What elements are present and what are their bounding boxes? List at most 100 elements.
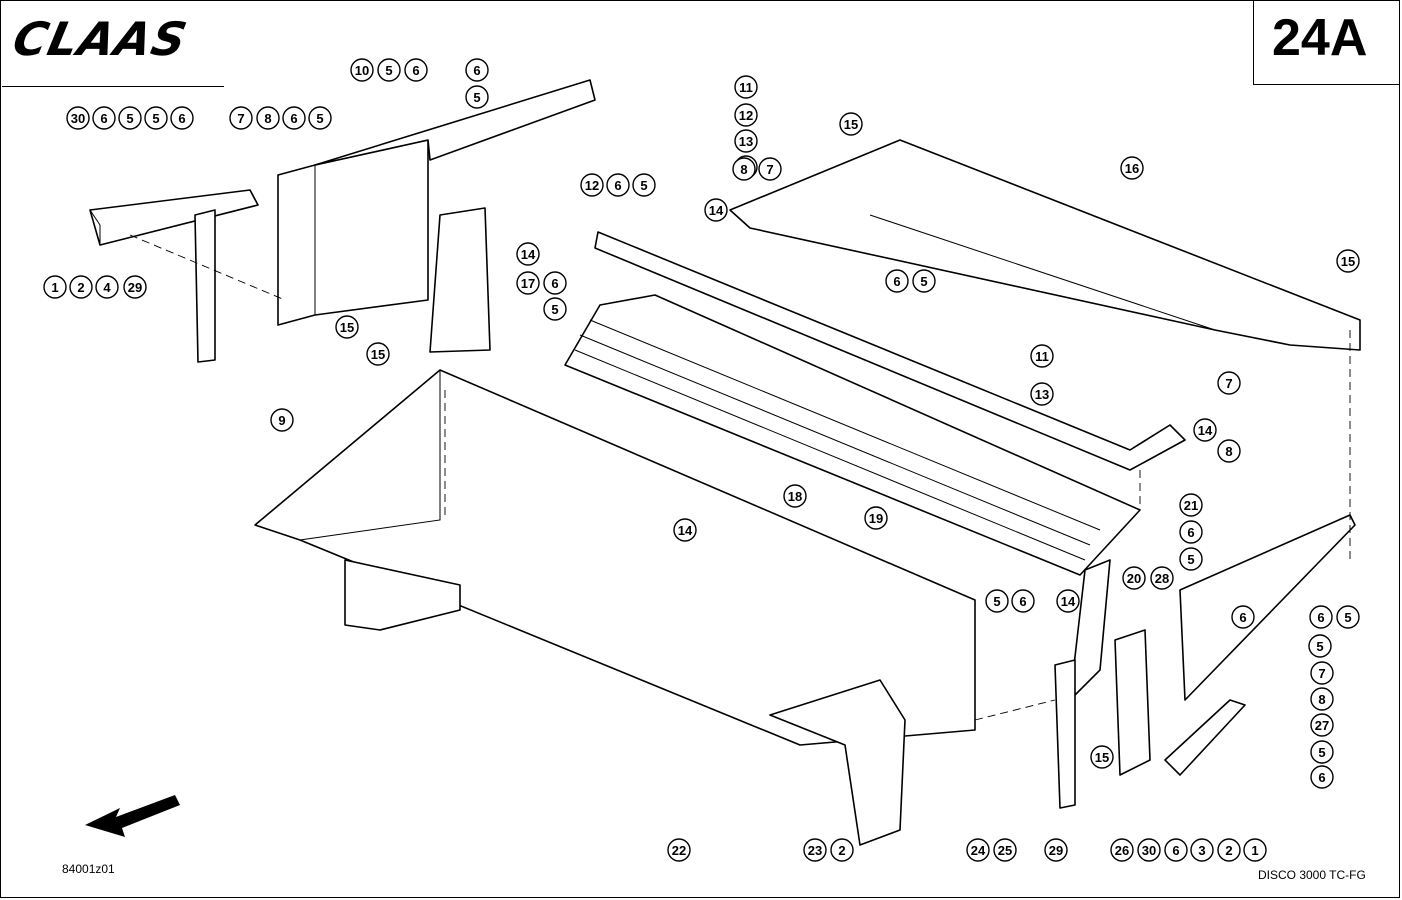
strip-part <box>1054 659 1076 809</box>
side-panel-part <box>277 79 596 326</box>
callout-label: 8 <box>264 111 271 126</box>
callout-circle <box>1193 418 1217 442</box>
callout-label: 13 <box>739 134 753 149</box>
callout-circle <box>1090 745 1114 769</box>
callout-circle <box>1310 661 1334 685</box>
bracket-part <box>89 189 259 363</box>
callout-label: 23 <box>808 843 822 858</box>
callout-circle <box>404 58 428 82</box>
callout-label: 5 <box>385 63 392 78</box>
part-callout-6: 6 <box>1164 838 1188 862</box>
callout-label: 24 <box>971 843 986 858</box>
callout-label: 5 <box>1318 745 1325 760</box>
callout-circle <box>1011 589 1035 613</box>
part-callout-8: 8 <box>732 157 756 181</box>
callout-circle <box>803 838 827 862</box>
callout-label: 28 <box>1155 571 1169 586</box>
part-callout-8: 8 <box>1217 439 1241 463</box>
page-number-box <box>1253 1 1399 85</box>
part-callout-11: 11 <box>1030 344 1054 368</box>
part-callout-8: 8 <box>1310 687 1334 711</box>
part-callout-1: 1 <box>43 275 67 299</box>
callout-circle <box>170 106 194 130</box>
callout-circle <box>864 506 888 530</box>
part-callout-15: 15 <box>366 342 390 366</box>
callout-circle <box>985 589 1009 613</box>
callout-circle <box>92 106 116 130</box>
part-callout-5: 5 <box>308 106 332 130</box>
part-callout-7: 7 <box>229 106 253 130</box>
callout-circle <box>1110 838 1134 862</box>
part-callout-12: 12 <box>580 173 604 197</box>
callout-circle <box>1179 547 1203 571</box>
part-callout-15: 15 <box>839 112 863 136</box>
part-callout-7: 7 <box>758 157 782 181</box>
callout-circle <box>1309 605 1333 629</box>
callout-circle <box>335 315 359 339</box>
part-callout-6: 6 <box>543 271 567 295</box>
callout-circle <box>1310 687 1334 711</box>
callout-circle <box>350 58 374 82</box>
callout-circle <box>1030 344 1054 368</box>
callout-circle <box>758 157 782 181</box>
part-callout-6: 6 <box>404 58 428 82</box>
callout-label: 12 <box>585 178 599 193</box>
callout-label: 2 <box>838 843 845 858</box>
part-callout-6: 6 <box>170 106 194 130</box>
part-callout-12: 12 <box>734 103 758 127</box>
callout-label: 20 <box>1127 571 1141 586</box>
callout-circle <box>1336 249 1360 273</box>
callout-circle <box>282 106 306 130</box>
part-callout-7: 7 <box>1217 371 1241 395</box>
model-name: DISCO 3000 TC-FG <box>1258 868 1366 882</box>
callout-label: 6 <box>178 111 185 126</box>
callout-circle <box>1310 713 1334 737</box>
callout-label: 7 <box>237 111 244 126</box>
part-callout-10: 10 <box>350 58 374 82</box>
part-callout-6: 6 <box>1309 605 1333 629</box>
callout-label: 15 <box>844 117 858 132</box>
part-callout-20: 20 <box>1122 566 1146 590</box>
callout-label: 4 <box>103 280 111 295</box>
part-callout-17: 17 <box>516 271 540 295</box>
callout-circle <box>543 271 567 295</box>
part-callout-29: 29 <box>1044 838 1068 862</box>
callout-label: 6 <box>290 111 297 126</box>
part-callout-1: 1 <box>1243 838 1267 862</box>
part-callout-5: 5 <box>543 297 567 321</box>
callout-circle <box>1310 740 1334 764</box>
callout-label: 14 <box>1198 423 1213 438</box>
part-callout-6: 6 <box>1179 520 1203 544</box>
callout-circle <box>704 198 728 222</box>
callout-circle <box>543 297 567 321</box>
part-callout-6: 6 <box>92 106 116 130</box>
callout-circle <box>632 173 656 197</box>
ribbed-cover-part <box>564 294 1141 576</box>
callout-circle <box>69 275 93 299</box>
part-callout-6: 6 <box>606 173 630 197</box>
callout-label: 5 <box>1316 639 1323 654</box>
part-callout-5: 5 <box>1336 605 1360 629</box>
callout-circle <box>144 106 168 130</box>
callout-circle <box>606 173 630 197</box>
part-callout-5: 5 <box>144 106 168 130</box>
callout-label: 17 <box>521 276 535 291</box>
callout-label: 2 <box>1225 843 1232 858</box>
callout-label: 19 <box>869 511 883 526</box>
callout-circle <box>1044 838 1068 862</box>
part-callout-2: 2 <box>69 275 93 299</box>
callout-circle <box>734 103 758 127</box>
callout-circle <box>734 75 758 99</box>
callout-label: 6 <box>100 111 107 126</box>
callout-label: 6 <box>614 178 621 193</box>
part-callout-18: 18 <box>783 484 807 508</box>
callout-label: 1 <box>1251 843 1258 858</box>
deflector-right-part <box>1069 559 1111 701</box>
callout-label: 15 <box>1341 254 1355 269</box>
part-callout-4: 4 <box>95 275 119 299</box>
callout-label: 21 <box>1184 498 1198 513</box>
part-callout-15: 15 <box>1336 249 1360 273</box>
part-callout-6: 6 <box>465 58 489 82</box>
bracket-27-part <box>1164 699 1246 776</box>
